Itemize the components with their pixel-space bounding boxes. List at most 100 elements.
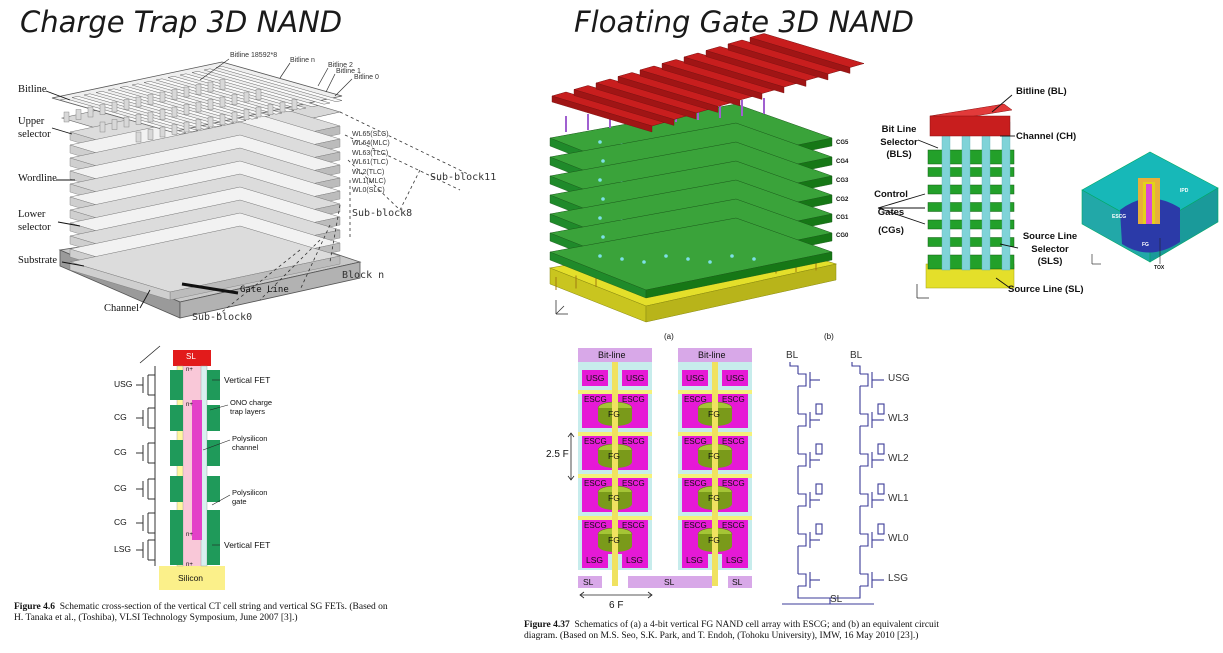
cell-label-fg: FG [1142,242,1149,248]
gate-block-right [207,370,220,400]
fg-label-channel: Channel (CH) [1016,131,1077,142]
pitch-horizontal-label: 6 F [609,600,624,611]
fg-label: FG [708,493,720,503]
label-subblock8: Sub-block8 [352,208,413,219]
caption-label: Figure 4.6 [14,602,55,612]
fg-label: FG [608,535,620,545]
gate-layer [927,202,1015,212]
gate-block-right [207,510,220,536]
sl-label: SL [732,577,743,587]
gate-layer [927,237,1015,247]
sl-label: SL [664,577,675,587]
gate-layer [927,219,1015,230]
escg-label: ESCG [584,521,607,530]
wl-label: WL64(MLC) [352,140,390,148]
gate-block-left [170,370,183,400]
escg-label: ESCG [622,521,645,530]
usg-label: USG [626,373,645,383]
usg-label: USG [586,373,605,383]
escg-label: ESCG [584,437,607,446]
gate-label: CG [114,517,127,527]
bitline-label: Bitline 1 [336,68,361,75]
wl-label: WL61(TLC) [352,159,389,167]
escg-label: ESCG [622,437,645,446]
gate-block-left [170,405,183,431]
pitch-vertical-label: 2.5 F [546,449,569,460]
fg-label: FG [608,451,620,461]
figure-4-6-caption: Figure 4.6 Schematic cross-section of th… [14,602,394,624]
annotation-vertical-fet-top: Vertical FET [224,375,271,385]
fg-caption-text: Schematics of (a) a 4-bit vertical FG NA… [524,620,940,641]
escg-label: ESCG [622,395,645,404]
annotation-vertical-fet-bottom: Vertical FET [224,540,271,550]
label-bitline: Bitline [18,84,47,95]
n-plus-label: n+ [186,402,193,408]
gate-label: USG [114,379,133,389]
escg-label: ESCG [622,479,645,488]
figure-4-37-caption: Figure 4.37 Schematics of (a) a 4-bit ve… [524,620,948,653]
n-plus-label: n+ [186,562,193,568]
n-plus-label: n+ [186,532,193,538]
wordline-label: WL0 [888,533,909,544]
fg-label: FG [608,493,620,503]
cg-label: CG3 [836,178,849,184]
label-lower-selector: Lower selector [18,209,51,233]
wordline-label: WL2 [888,453,909,464]
gate-layer [927,184,1015,195]
cg-label: CG1 [836,215,849,221]
fg-label-sl: Source Line (SL) [1008,284,1084,295]
lsg-label: LSG [626,555,644,565]
circuit-bl-right: BL [850,350,863,361]
cg-label: CG0 [836,233,849,239]
label-channel: Channel [104,303,139,314]
gate-label: CG [114,412,127,422]
wl-label: WL65(SLC) [352,131,389,138]
gate-block-right [207,405,220,431]
silicon-label: Silicon [178,573,204,583]
label-subblock0: Sub-block0 [192,312,253,323]
gate-label: LSG [114,544,132,554]
gate-label: CG [114,483,127,493]
fg-label-cgs: Control Gates (CGs) [874,189,908,236]
sl-block [173,350,211,366]
gate-layer [927,167,1015,177]
cell-label-ipd: IPD [1180,188,1189,194]
subblock-dashes [217,111,471,316]
lsg-label: LSG [686,555,704,565]
fg-label: FG [708,409,720,419]
fg-label-bls: Bit Line Selector (BLS) [880,124,918,160]
bitline-label: Bitline 2 [328,62,353,69]
gate-line-bar [181,282,239,295]
fg-label-bitline: Bitline (BL) [1016,86,1067,97]
bitline-label: Bitline n [290,57,315,64]
gate-block-left [170,510,183,536]
lsg-label: LSG [586,555,604,565]
bitline-label: Bit-line [698,350,726,360]
label-subblock11: Sub-block11 [430,172,497,183]
sl-label: SL [186,352,196,361]
circuit-sl: SL [830,594,843,605]
escg-label: ESCG [722,521,745,530]
label-block-n: Block n [342,270,385,281]
wl-label: WL1(MLC) [352,178,386,186]
escg-label: ESCG [684,479,707,488]
escg-label: ESCG [722,395,745,404]
axis-triad [555,300,568,315]
cg-label: CG5 [836,140,849,146]
left-title: Charge Trap 3D NAND [20,5,343,39]
bitline-label: Bit-line [598,350,626,360]
gate-block-left [170,535,183,565]
bitline-label: Bitline 18592*8 [230,52,278,59]
n-plus-label: n+ [186,367,193,373]
usg-label: USG [686,373,705,383]
cell-label-escg: ESCG [1112,214,1127,220]
wordline-label: WL1 [888,493,909,504]
lsg-label: LSG [726,555,744,565]
caption-text: Schematic cross-section of the vertical … [14,602,388,623]
